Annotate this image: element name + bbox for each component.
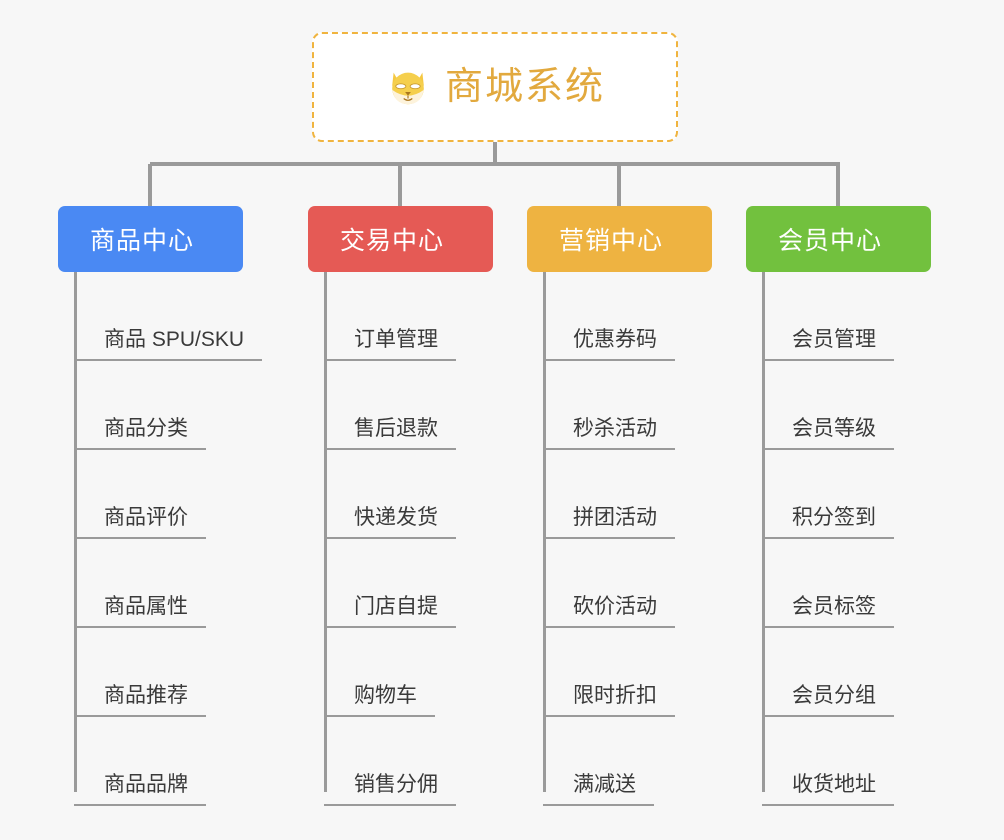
leaf-item[interactable]: 满减送 bbox=[527, 717, 712, 806]
leaf-item-label: 商品属性 bbox=[104, 594, 188, 618]
leaf-item-underline: 快递发货 bbox=[324, 506, 456, 539]
leaf-item[interactable]: 会员标签 bbox=[746, 539, 931, 628]
leaf-item-label: 会员等级 bbox=[792, 416, 876, 440]
leaf-item-underline: 商品推荐 bbox=[74, 684, 206, 717]
leaf-item-label: 购物车 bbox=[354, 683, 417, 707]
leaf-item-underline: 商品属性 bbox=[74, 595, 206, 628]
leaf-item-underline: 门店自提 bbox=[324, 595, 456, 628]
leaf-item-underline: 会员标签 bbox=[762, 595, 894, 628]
leaf-item[interactable]: 商品评价 bbox=[58, 450, 243, 539]
leaf-item-underline: 收货地址 bbox=[762, 773, 894, 806]
leaf-item-label: 秒杀活动 bbox=[573, 416, 657, 440]
leaf-item-label: 订单管理 bbox=[354, 327, 438, 351]
leaf-item[interactable]: 商品 SPU/SKU bbox=[58, 272, 263, 361]
leaf-item-underline: 购物车 bbox=[324, 684, 435, 717]
leaf-item-underline: 秒杀活动 bbox=[543, 417, 675, 450]
branch-header[interactable]: 交易中心 bbox=[308, 206, 493, 272]
leaf-item[interactable]: 商品属性 bbox=[58, 539, 243, 628]
branch-header-label: 商品中心 bbox=[90, 227, 195, 255]
branch-column: 会员中心会员管理会员等级积分签到会员标签会员分组收货地址 bbox=[746, 206, 931, 806]
leaf-item-underline: 会员分组 bbox=[762, 684, 894, 717]
leaf-item-label: 商品推荐 bbox=[104, 683, 188, 707]
leaf-item[interactable]: 会员等级 bbox=[746, 361, 931, 450]
branch-header[interactable]: 会员中心 bbox=[746, 206, 931, 272]
leaf-item[interactable]: 会员分组 bbox=[746, 628, 931, 717]
leaf-item-underline: 会员等级 bbox=[762, 417, 894, 450]
leaf-item-label: 快递发货 bbox=[354, 505, 438, 529]
leaf-item-label: 拼团活动 bbox=[573, 505, 657, 529]
leaf-item[interactable]: 限时折扣 bbox=[527, 628, 712, 717]
leaf-item-label: 门店自提 bbox=[354, 594, 438, 618]
leaf-item-underline: 商品品牌 bbox=[74, 773, 206, 806]
leaf-item-underline: 积分签到 bbox=[762, 506, 894, 539]
branch-column: 营销中心优惠券码秒杀活动拼团活动砍价活动限时折扣满减送 bbox=[527, 206, 712, 806]
leaf-item[interactable]: 商品品牌 bbox=[58, 717, 243, 806]
leaf-item[interactable]: 拼团活动 bbox=[527, 450, 712, 539]
branch-header[interactable]: 商品中心 bbox=[58, 206, 243, 272]
leaf-item[interactable]: 销售分佣 bbox=[308, 717, 493, 806]
branch-column: 交易中心订单管理售后退款快递发货门店自提购物车销售分佣 bbox=[308, 206, 493, 806]
leaf-item-underline: 销售分佣 bbox=[324, 773, 456, 806]
leaf-item-label: 商品分类 bbox=[104, 416, 188, 440]
root-node[interactable]: 商城系统 bbox=[312, 32, 678, 142]
leaf-item-label: 销售分佣 bbox=[354, 772, 438, 796]
leaf-item-label: 商品 SPU/SKU bbox=[104, 327, 245, 351]
leaf-item-underline: 优惠券码 bbox=[543, 328, 675, 361]
leaf-item[interactable]: 会员管理 bbox=[746, 272, 931, 361]
leaf-list: 订单管理售后退款快递发货门店自提购物车销售分佣 bbox=[308, 272, 493, 806]
leaf-item-label: 商品评价 bbox=[104, 505, 188, 529]
leaf-list: 优惠券码秒杀活动拼团活动砍价活动限时折扣满减送 bbox=[527, 272, 712, 806]
leaf-item[interactable]: 商品分类 bbox=[58, 361, 243, 450]
leaf-item[interactable]: 优惠券码 bbox=[527, 272, 712, 361]
leaf-item-underline: 商品分类 bbox=[74, 417, 206, 450]
leaf-list: 商品 SPU/SKU 商品分类商品评价商品属性商品推荐商品品牌 bbox=[58, 272, 263, 806]
root-title: 商城系统 bbox=[444, 66, 605, 108]
leaf-item[interactable]: 砍价活动 bbox=[527, 539, 712, 628]
leaf-item-underline: 商品评价 bbox=[74, 506, 206, 539]
leaf-item[interactable]: 订单管理 bbox=[308, 272, 493, 361]
leaf-item[interactable]: 门店自提 bbox=[308, 539, 493, 628]
leaf-item-label: 会员管理 bbox=[792, 327, 876, 351]
leaf-item-label: 会员标签 bbox=[792, 594, 876, 618]
leaf-item[interactable]: 售后退款 bbox=[308, 361, 493, 450]
leaf-item-label: 商品品牌 bbox=[104, 772, 188, 796]
leaf-item-label: 积分签到 bbox=[792, 505, 876, 529]
leaf-item[interactable]: 收货地址 bbox=[746, 717, 931, 806]
leaf-item-label: 满减送 bbox=[573, 772, 636, 796]
leaf-item[interactable]: 积分签到 bbox=[746, 450, 931, 539]
leaf-item-label: 限时折扣 bbox=[573, 683, 657, 707]
leaf-item-underline: 会员管理 bbox=[762, 328, 894, 361]
branch-header[interactable]: 营销中心 bbox=[527, 206, 712, 272]
leaf-item[interactable]: 秒杀活动 bbox=[527, 361, 712, 450]
leaf-item-label: 砍价活动 bbox=[573, 594, 657, 618]
leaf-item-underline: 拼团活动 bbox=[543, 506, 675, 539]
branch-header-label: 营销中心 bbox=[559, 227, 664, 255]
branch-header-label: 交易中心 bbox=[340, 227, 445, 255]
leaf-item-underline: 售后退款 bbox=[324, 417, 456, 450]
shiba-dog-face-icon bbox=[392, 72, 424, 105]
leaf-list: 会员管理会员等级积分签到会员标签会员分组收货地址 bbox=[746, 272, 931, 806]
leaf-item-underline: 商品 SPU/SKU bbox=[74, 327, 263, 361]
branch-column: 商品中心商品 SPU/SKU 商品分类商品评价商品属性商品推荐商品品牌 bbox=[58, 206, 263, 806]
leaf-item-label: 收货地址 bbox=[792, 772, 876, 796]
leaf-item[interactable]: 购物车 bbox=[308, 628, 493, 717]
leaf-item-underline: 砍价活动 bbox=[543, 595, 675, 628]
leaf-item-underline: 满减送 bbox=[543, 773, 654, 806]
leaf-item-label: 售后退款 bbox=[354, 416, 438, 440]
leaf-item-underline: 订单管理 bbox=[324, 328, 456, 361]
leaf-item-underline: 限时折扣 bbox=[543, 684, 675, 717]
leaf-item-label: 优惠券码 bbox=[573, 327, 657, 351]
leaf-item-label: 会员分组 bbox=[792, 683, 876, 707]
leaf-item[interactable]: 商品推荐 bbox=[58, 628, 243, 717]
branch-header-label: 会员中心 bbox=[778, 227, 883, 255]
leaf-item[interactable]: 快递发货 bbox=[308, 450, 493, 539]
